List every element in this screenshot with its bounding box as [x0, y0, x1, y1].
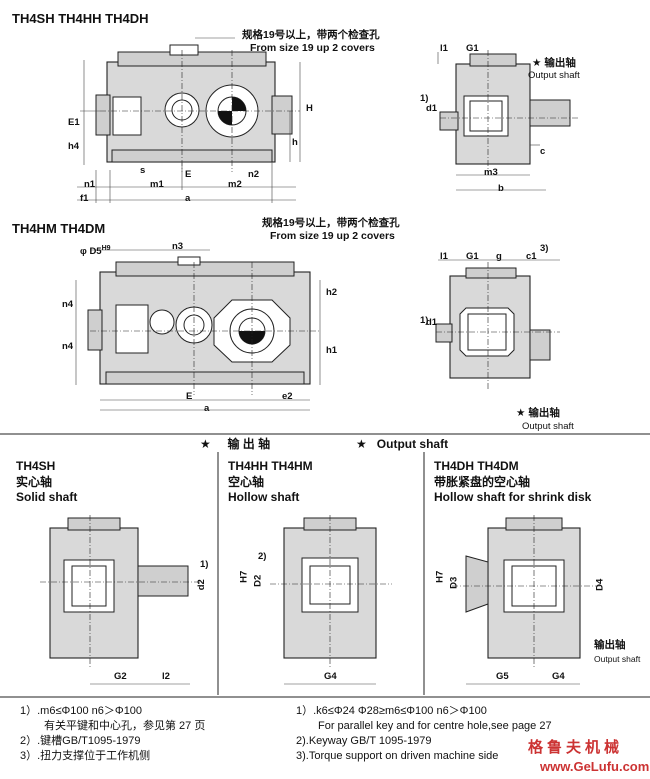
label-G5: G5	[496, 671, 509, 682]
top-output-shaft-cn: ★ 输出轴	[532, 57, 576, 69]
panel-solid-shaft-drawing	[40, 515, 200, 685]
label-a: a	[185, 193, 191, 204]
top-note-cn: 规格19号以上，带两个检查孔	[242, 29, 380, 41]
label-mid-G1: G1	[466, 251, 479, 262]
label-d2: d2	[195, 579, 207, 591]
panel-hollow-code: TH4HH TH4HM	[228, 459, 313, 473]
label-f1: f1	[80, 193, 89, 204]
panel-hollow-cn: 空心轴	[228, 475, 265, 489]
panel-hollow-shaft-drawing	[270, 515, 392, 685]
panel-shrink-disk-drawing	[452, 515, 600, 685]
panel-solid-en: Solid shaft	[16, 490, 78, 504]
footnote-right-1: 1）.k6≤Φ24 Φ28≥m6≤Φ100 n6＞Φ100	[296, 705, 487, 717]
label-D4: D4	[594, 578, 606, 591]
label-h4: h4	[68, 141, 80, 152]
middle-side-view	[435, 259, 560, 390]
label-n1: n1	[84, 179, 96, 190]
panel3-output-shaft-cn: 输出轴	[594, 639, 626, 651]
label-G4-panel3: G4	[552, 671, 565, 682]
label-h: h	[292, 137, 298, 148]
ref-3: 3)	[540, 243, 549, 254]
ref-1-top: 1)	[420, 93, 429, 104]
label-E: E	[185, 169, 192, 180]
top-output-shaft-en: Output shaft	[528, 70, 580, 81]
ref-1-panel: 1)	[200, 559, 209, 570]
top-front-view	[77, 37, 301, 203]
middle-note-cn: 规格19号以上，带两个检查孔	[262, 217, 400, 229]
divider-cn: ★ 输 出 轴	[200, 437, 271, 451]
panel-solid-code: TH4SH	[16, 459, 56, 473]
watermark-en: www.GeLufu.com	[540, 759, 650, 774]
label-m2: m2	[228, 179, 242, 190]
footnote-left-2: 有关平键和中心孔，参见第 27 页	[44, 720, 206, 732]
middle-title: TH4HM TH4DM	[12, 221, 106, 236]
label-D5: φ D5H9	[80, 245, 111, 258]
label-G4-panel2: G4	[324, 671, 337, 682]
label-mid-E: E	[186, 391, 193, 402]
label-c1: c1	[526, 251, 537, 262]
panel-shrink-en: Hollow shaft for shrink disk	[434, 490, 592, 504]
label-H7-panel3: H7	[434, 570, 446, 583]
panel3-output-shaft-en: Output shaft	[594, 654, 641, 664]
label-h2: h2	[326, 287, 338, 298]
label-l1: l1	[440, 43, 448, 54]
label-H7-panel2: H7	[238, 570, 250, 583]
panel-solid-cn: 实心轴	[16, 475, 53, 489]
middle-note-en: From size 19 up 2 covers	[270, 230, 395, 242]
footnote-left-4: 3）.扭力支撑位于工作机侧	[20, 750, 151, 762]
middle-output-shaft-cn: ★ 输出轴	[516, 407, 560, 419]
label-e2: e2	[282, 391, 293, 402]
label-E1: E1	[68, 117, 80, 128]
label-d1: d1	[426, 103, 438, 114]
middle-output-shaft-en: Output shaft	[522, 421, 574, 432]
panel-hollow-en: Hollow shaft	[228, 490, 300, 504]
label-D3: D3	[448, 576, 460, 589]
label-mid-d1: d1	[426, 317, 438, 328]
label-m3: m3	[484, 167, 498, 178]
label-H: H	[306, 103, 313, 114]
label-n4b: n4	[62, 341, 74, 352]
watermark-cn: 格鲁夫机械	[528, 739, 624, 756]
divider-en: ★ Output shaft	[356, 437, 449, 451]
label-n4a: n4	[62, 299, 74, 310]
footnote-right-3: 2).Keyway GB/T 1095-1979	[296, 735, 432, 747]
label-G2: G2	[114, 671, 127, 682]
ref-2-panel: 2)	[258, 551, 267, 562]
top-note-en: From size 19 up 2 covers	[250, 42, 375, 54]
label-n3: n3	[172, 241, 184, 252]
label-c: c	[540, 146, 546, 157]
label-b: b	[498, 183, 504, 194]
panel-shrink-cn: 带胀紧盘的空心轴	[434, 475, 531, 489]
footnote-right-4: 3).Torque support on driven machine side	[296, 750, 499, 762]
label-G1: G1	[466, 43, 479, 54]
label-D2: D2	[252, 574, 264, 587]
label-s: s	[140, 165, 146, 176]
footnote-left-1: 1）.m6≤Φ100 n6＞Φ100	[20, 705, 143, 717]
label-l2: l2	[162, 671, 170, 682]
ref-1-middle: 1)	[420, 315, 429, 326]
label-g: g	[496, 251, 502, 262]
label-h1: h1	[326, 345, 338, 356]
label-mid-a: a	[204, 403, 210, 414]
top-side-view	[437, 50, 580, 191]
label-mid-l1: l1	[440, 251, 448, 262]
middle-front-view	[75, 249, 321, 411]
label-m1: m1	[150, 179, 164, 190]
footnote-left-3: 2）.键槽GB/T1095-1979	[20, 735, 141, 747]
top-title: TH4SH TH4HH TH4DH	[12, 11, 149, 26]
footnote-right-2: For parallel key and for centre hole,see…	[318, 720, 552, 732]
panel-shrink-code: TH4DH TH4DM	[434, 459, 519, 473]
label-n2: n2	[248, 169, 260, 180]
